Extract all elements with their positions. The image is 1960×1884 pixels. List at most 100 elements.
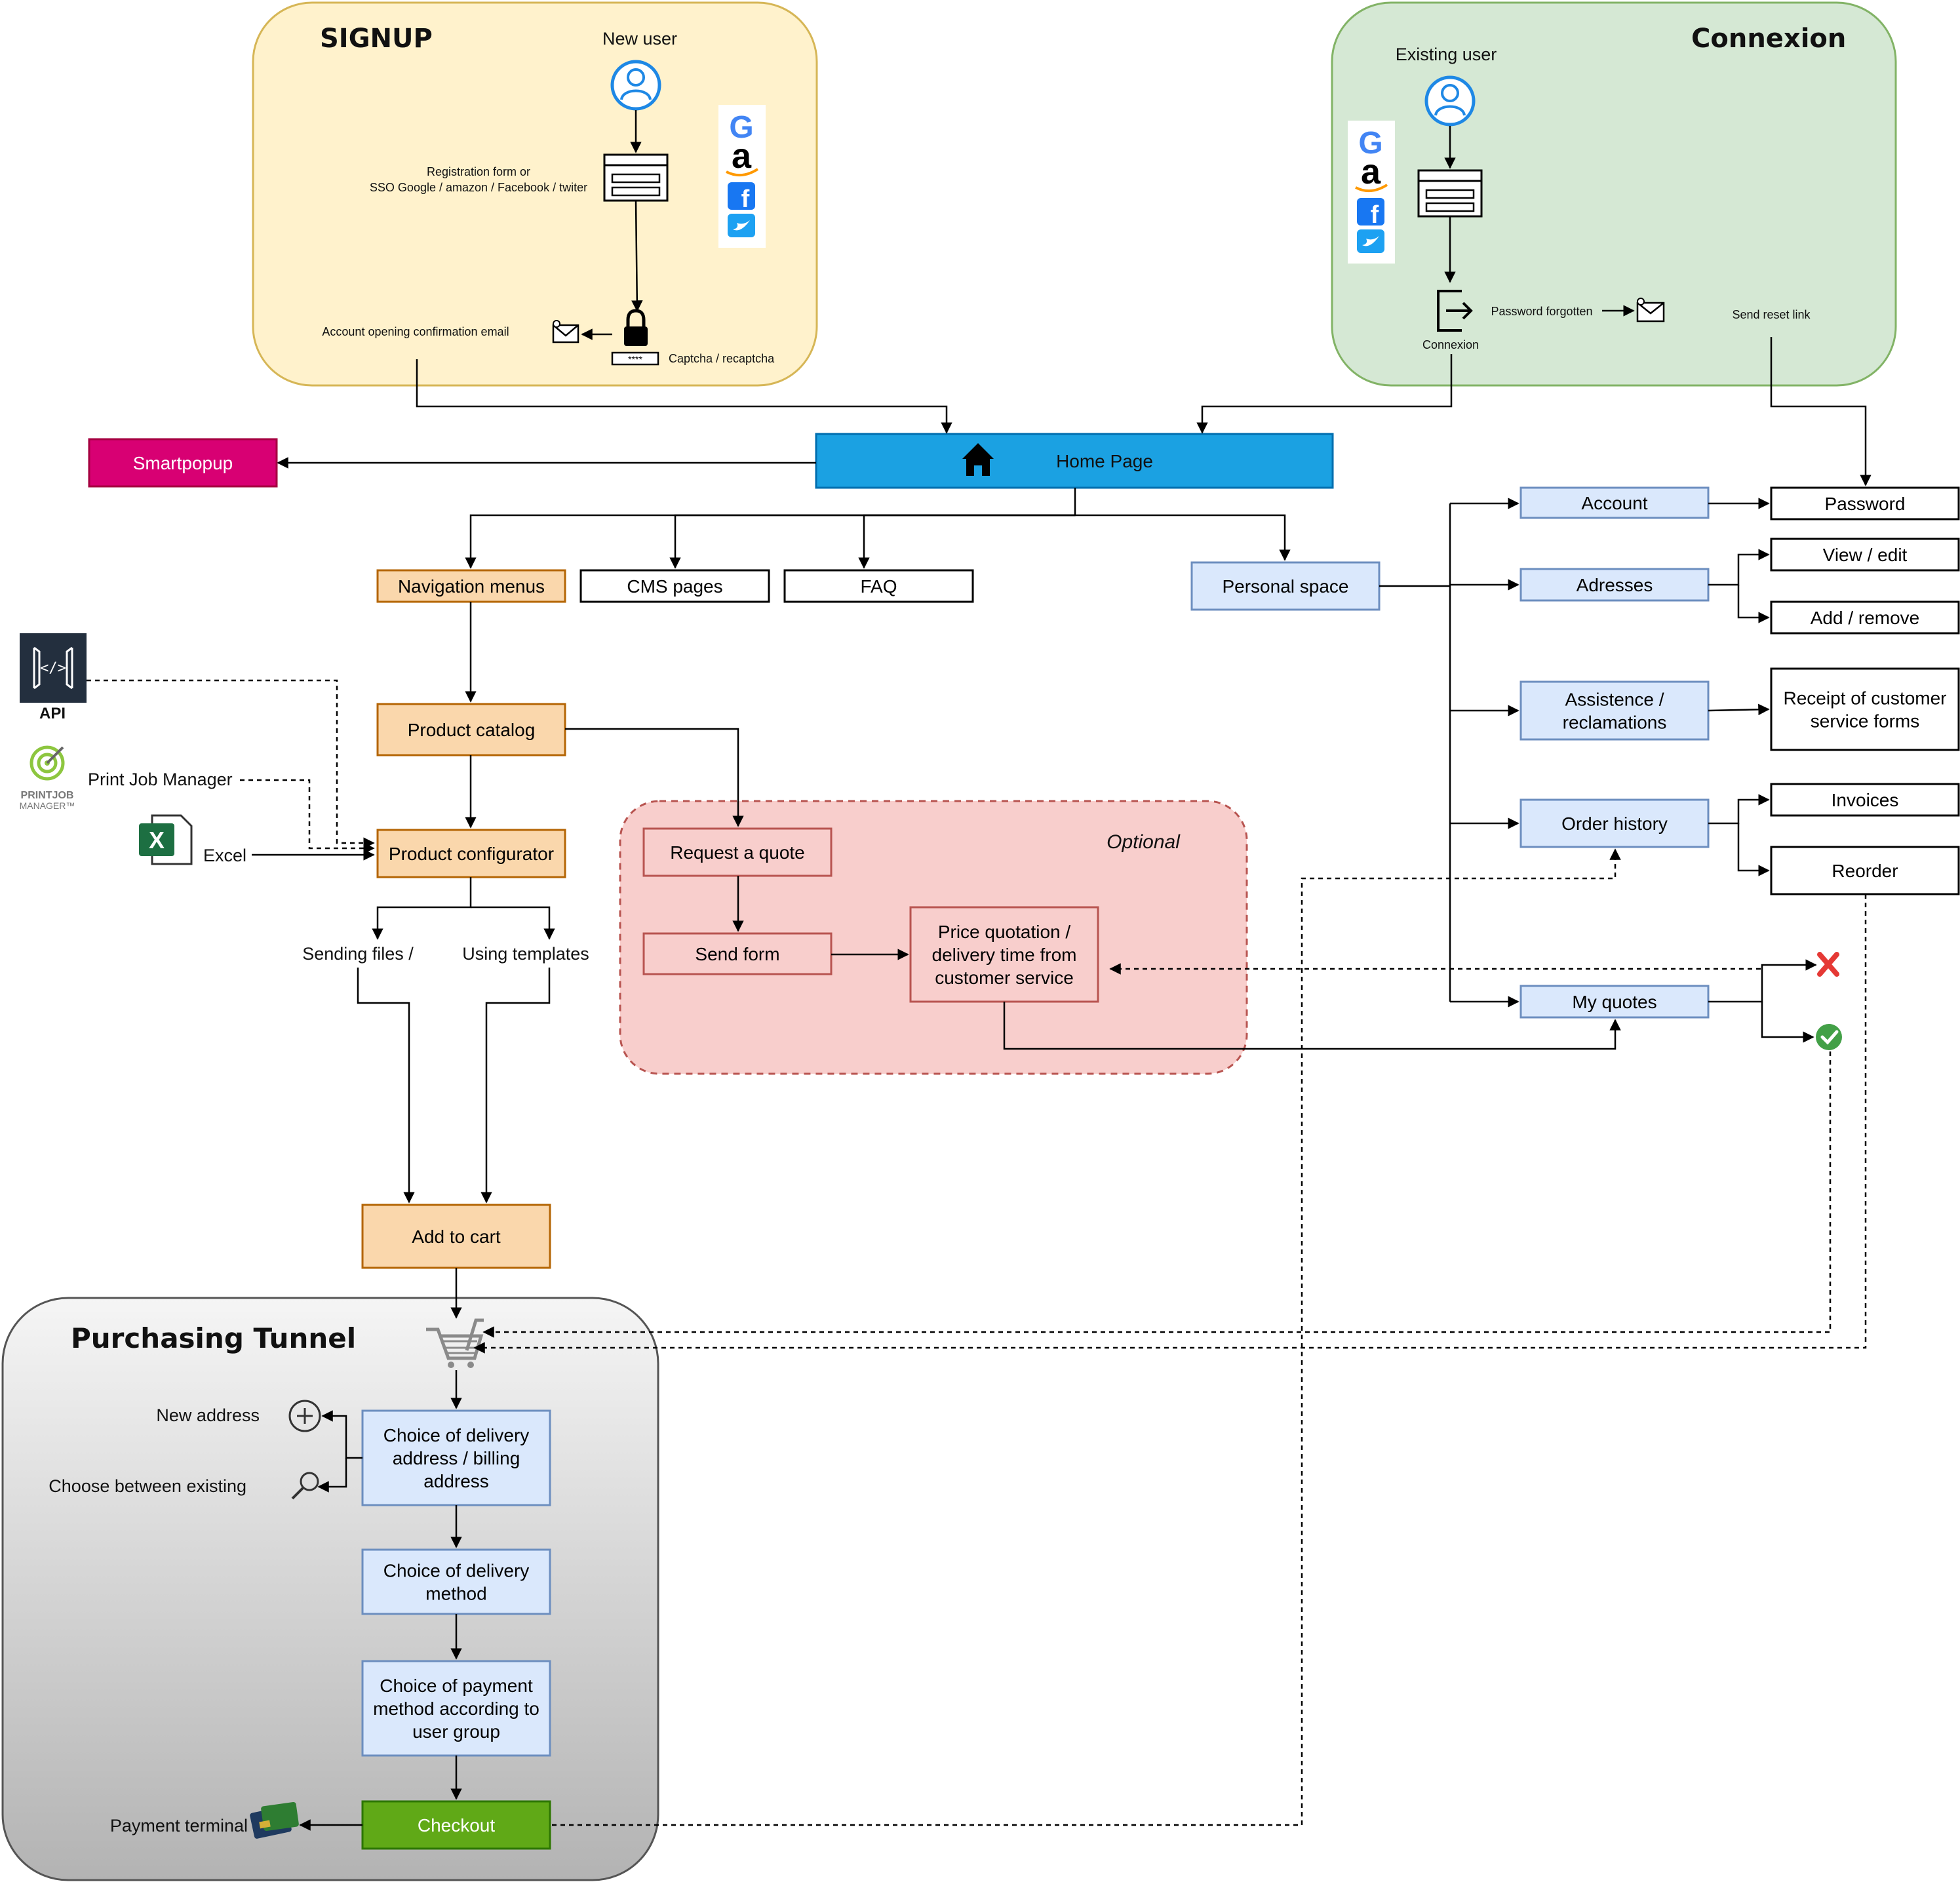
google-icon: G	[1358, 126, 1382, 161]
reorder-node: Reorder	[1770, 846, 1960, 895]
node-label: address / billing	[393, 1448, 520, 1468]
node-label: Assistence /	[1565, 689, 1664, 709]
excel-label: Excel	[203, 846, 246, 865]
order-history-node: Order history	[1519, 798, 1710, 848]
connector-arrow	[552, 848, 1621, 1826]
envelope-icon	[1636, 298, 1665, 323]
connector-arrow	[321, 1410, 363, 1459]
svg-text:f: f	[741, 186, 750, 213]
connector-arrow	[1708, 794, 1770, 825]
captcha-field: ****	[611, 351, 659, 366]
signup-sso-icons: G a f	[718, 105, 766, 248]
connector-arrow	[473, 894, 1867, 1354]
connexion-zone: Connexion Existing user Connexion Passwo…	[1331, 1, 1897, 387]
connector-arrow	[482, 1051, 1832, 1338]
connector-arrow	[357, 968, 415, 1204]
excel-icon: X	[139, 814, 193, 865]
connector-arrow	[1075, 514, 1291, 561]
connector-arrow	[1003, 1002, 1621, 1050]
registration-label-1: Registration form or	[427, 165, 530, 178]
connector-arrow	[1708, 703, 1770, 716]
api-icon: </>	[20, 633, 87, 703]
node-label: Personal space	[1222, 576, 1348, 597]
personal-space-node: Personal space	[1190, 561, 1381, 611]
node-label: Reorder	[1832, 861, 1898, 881]
tunnel-title: Purchasing Tunnel	[71, 1322, 356, 1354]
payment-terminal-label: Payment terminal	[110, 1816, 248, 1835]
print-job-manager-logo: PRINTJOB MANAGER™	[20, 745, 75, 811]
assistance-node: Assistence /reclamations	[1519, 680, 1710, 741]
tunnel-zone: Purchasing Tunnel	[1, 1297, 659, 1881]
node-label: CMS pages	[627, 576, 722, 597]
node-label: Product catalog	[408, 720, 536, 740]
svg-text:a: a	[732, 136, 752, 176]
form-icon	[603, 153, 669, 202]
amazon-icon: a	[1355, 152, 1388, 193]
node-label: customer service	[935, 968, 1074, 988]
connector-arrow	[669, 514, 1075, 569]
node-label: Send form	[695, 944, 779, 964]
node-label: Price quotation /	[938, 922, 1071, 942]
optional-title: Optional	[1107, 831, 1181, 853]
node-label: Order history	[1561, 814, 1668, 834]
connector-arrow	[565, 728, 744, 827]
view-edit-node: View / edit	[1770, 538, 1960, 572]
node-label: Product configurator	[389, 844, 554, 864]
node-label: Account	[1581, 493, 1647, 513]
node-label: Checkout	[418, 1815, 496, 1835]
request-quote-node: Request a quote	[642, 827, 833, 877]
node-label: method according to	[373, 1698, 539, 1719]
connector-arrow	[416, 359, 952, 434]
adresses-node: Adresses	[1519, 568, 1710, 602]
api-label: API	[39, 705, 66, 722]
node-label: Choice of delivery	[383, 1425, 530, 1445]
plus-circle-icon	[288, 1400, 321, 1432]
connexion-label: Connexion	[1422, 338, 1479, 351]
connector-arrow	[1770, 337, 1872, 486]
svg-text:f: f	[1371, 201, 1379, 229]
password-forgotten-label: Password forgotten	[1491, 305, 1592, 318]
using-templates-label: Using templates	[462, 944, 589, 964]
envelope-icon	[552, 320, 579, 343]
captcha-label: Captcha / recaptcha	[669, 352, 775, 365]
user-icon	[610, 60, 661, 111]
svg-text:PRINTJOB: PRINTJOB	[21, 790, 74, 801]
facebook-icon: f	[728, 182, 755, 213]
existing-user-label: Existing user	[1396, 45, 1497, 64]
svg-text:X: X	[149, 827, 165, 854]
price-quotation-node: Price quotation / delivery time from custo…	[909, 906, 1099, 1003]
node-label: Receipt of customer	[1784, 688, 1947, 708]
svg-text:</>: </>	[40, 660, 66, 677]
node-label: delivery time from	[932, 945, 1077, 965]
add-remove-node: Add / remove	[1770, 600, 1960, 635]
node-label: View / edit	[1823, 545, 1908, 565]
node-label: Invoices	[1832, 790, 1899, 810]
new-user-label: New user	[602, 29, 677, 49]
svg-text:G: G	[729, 110, 753, 145]
svg-text:****: ****	[628, 354, 642, 364]
connexion-sso-icons: G a f	[1348, 121, 1395, 264]
connector-arrow	[1196, 354, 1453, 434]
account-node: Account	[1519, 486, 1710, 519]
choose-existing-label: Choose between existing	[49, 1476, 246, 1496]
connector-arrow	[372, 877, 472, 940]
node-label: My quotes	[1572, 992, 1656, 1012]
facebook-icon: f	[1357, 198, 1384, 229]
connector-arrow	[858, 514, 1075, 569]
invoices-node: Invoices	[1770, 783, 1960, 817]
svg-text:G: G	[1358, 126, 1382, 161]
product-catalog-node: Product catalog	[376, 703, 566, 756]
print-job-manager-label: Print Job Manager	[88, 770, 233, 789]
logout-icon	[1437, 290, 1473, 332]
node-label: Add / remove	[1811, 608, 1920, 628]
home-icon	[962, 443, 994, 476]
connector-arrow	[465, 488, 1076, 569]
cart-icon	[426, 1318, 484, 1368]
send-reset-link-label: Send reset link	[1732, 308, 1811, 321]
amazon-icon: a	[726, 136, 759, 177]
cms-pages-node: CMS pages	[579, 569, 770, 603]
